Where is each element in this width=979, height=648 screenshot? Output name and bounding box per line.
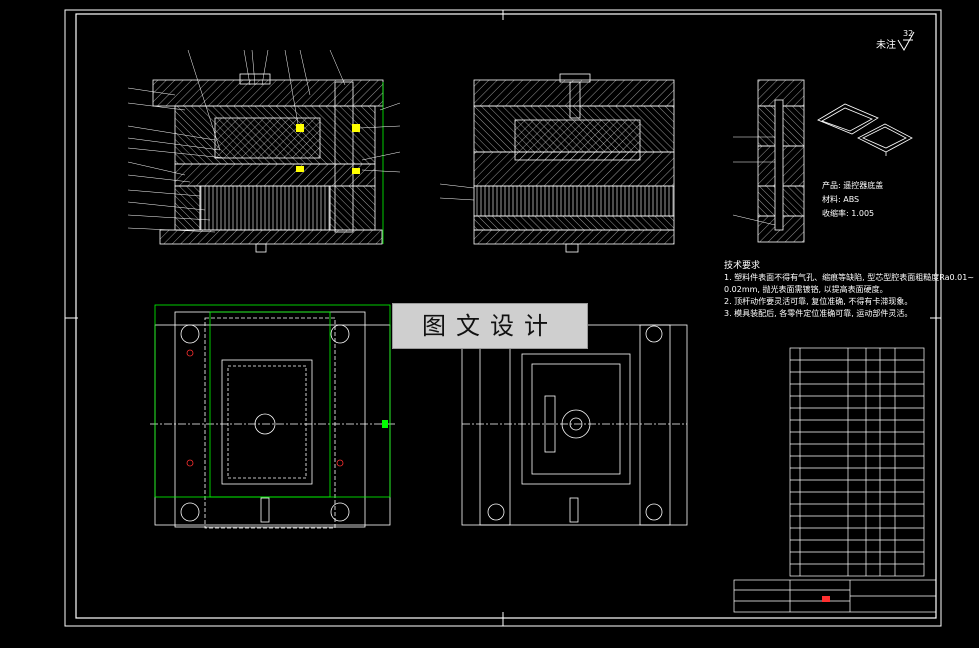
roughness-value: 32 [903, 29, 913, 38]
detail-section-leaders [732, 136, 776, 226]
watermark-label: 图文设计 [392, 303, 588, 349]
drawing-frame [64, 9, 942, 627]
tech-title: 技术要求 [724, 261, 761, 271]
tech-note-2: 0.02mm, 抛光表面需镀铬, 以提高表面硬度。 [724, 285, 888, 294]
roughness-label: 未注 [876, 38, 896, 51]
bom-title-block [733, 347, 937, 613]
product-shrinkage: 收缩率: 1.005 [822, 209, 875, 218]
side-section-leaders [439, 183, 475, 201]
product-isometric [817, 103, 913, 156]
side-section-view [473, 73, 675, 253]
moving-half-plan-view [461, 324, 688, 526]
product-name: 产品: 遥控器底盖 [822, 181, 884, 190]
fixed-half-plan-view [150, 304, 395, 529]
tech-note-1: 1. 塑料件表面不得有气孔、缩痕等缺陷, 型芯型腔表面粗糙度Ra0.01~ [724, 273, 975, 282]
tech-note-3: 2. 顶杆动作要灵活可靠, 复位准确, 不得有卡滞现象。 [724, 297, 913, 306]
main-section-leaders [127, 49, 401, 233]
tech-note-4: 3. 模具装配后, 各零件定位准确可靠, 运动部件灵活。 [724, 309, 913, 318]
detail-section-view [757, 79, 805, 243]
main-section-view [152, 73, 384, 253]
roughness-symbol [897, 31, 915, 51]
product-material: 材料: ABS [822, 195, 860, 204]
